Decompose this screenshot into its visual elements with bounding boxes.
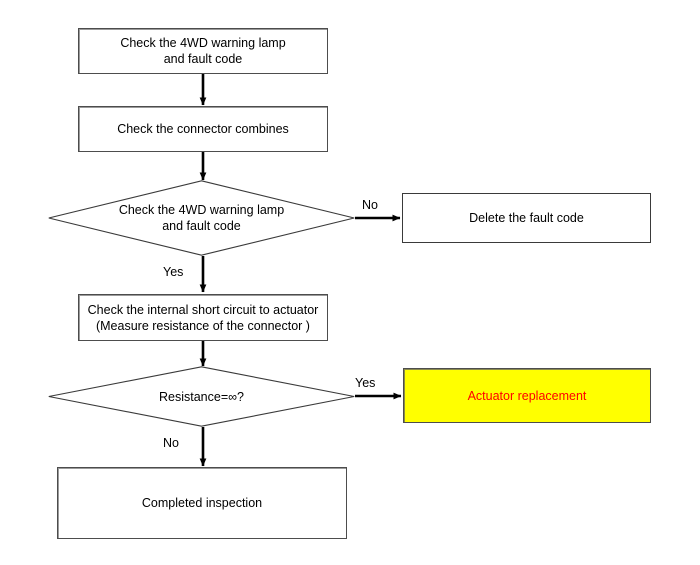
- node-delete-fault-code: Delete the fault code: [402, 193, 651, 243]
- node-label: Actuator replacement: [467, 388, 587, 403]
- node-label: Completed inspection: [141, 496, 263, 510]
- edge-label-no-bottom: No: [163, 436, 179, 450]
- node-completed-inspection: Completed inspection: [57, 467, 347, 539]
- node-check-internal-short-circuit: Check the internal short circuit to actu…: [78, 294, 328, 341]
- node-check-4wd-warning-lamp: Check the 4WD warning lamp and fault cod…: [78, 28, 328, 74]
- edge-label-no-top: No: [362, 198, 378, 212]
- node-actuator-replacement: Actuator replacement: [403, 368, 651, 423]
- diamond-shape: [48, 366, 355, 427]
- node-label: Check the internal short circuit to actu…: [87, 302, 319, 333]
- node-label: Check the 4WD warning lamp and fault cod…: [120, 36, 286, 66]
- edge-label-yes-bottom: Yes: [355, 376, 376, 390]
- node-decision-resistance: Resistance=∞?: [48, 366, 355, 427]
- node-label: Delete the fault code: [469, 211, 584, 225]
- node-label: Check the connector combines: [117, 122, 289, 136]
- diamond-shape: [48, 180, 355, 256]
- node-check-connector-combines: Check the connector combines: [78, 106, 328, 152]
- edge-label-yes-top: Yes: [163, 265, 184, 279]
- node-decision-warning-lamp: Check the 4WD warning lamp and fault cod…: [48, 180, 355, 256]
